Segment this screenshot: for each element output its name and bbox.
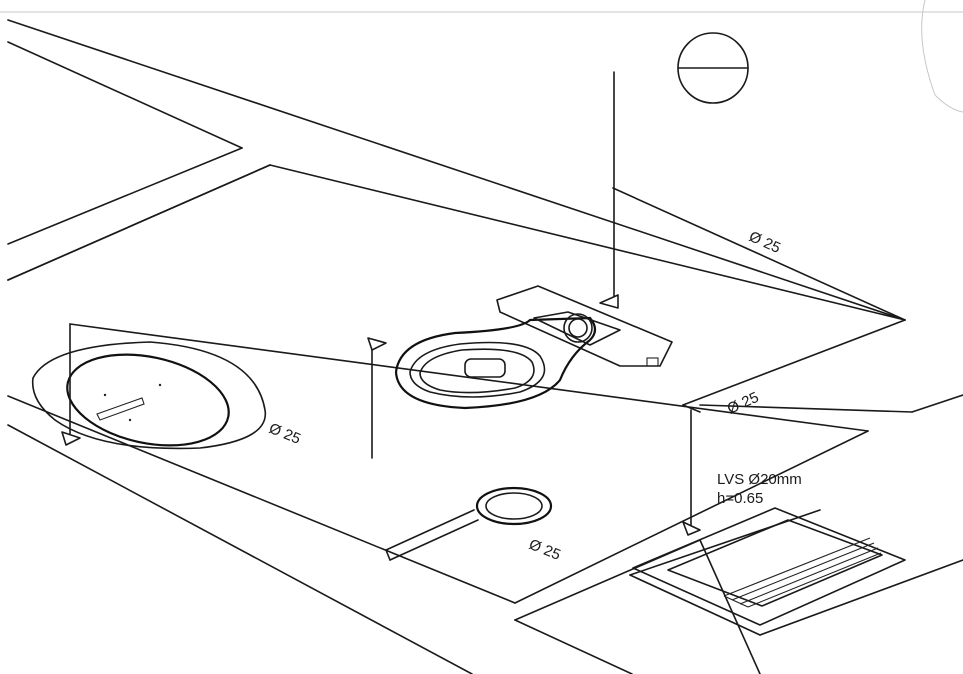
vertical-pipe-drain [682,409,701,536]
scan-border [0,0,963,113]
shower-tray-oval [31,341,267,450]
floor-tile-bottom-right [514,509,963,674]
dimension-label: Ø 25 [267,420,304,448]
vertical-pipe-left [61,323,81,446]
floor-band-right [612,187,963,413]
floor-trap-round [475,486,553,526]
vertical-pipe-center [367,337,387,459]
section-symbol-icon [677,32,749,104]
drain-height-label: h=0.65 [717,490,763,507]
dimension-label: Ø 25 [527,536,564,564]
dimension-label: Ø 25 [725,389,762,418]
dimension-label: Ø 25 [746,228,783,257]
floor-drain-grate [632,507,906,626]
floor-band-top-left [7,19,906,321]
toilet-fixture [394,285,673,410]
drain-spec-label: LVS Ø20mm [717,471,802,488]
vertical-pipe-top [599,71,619,309]
